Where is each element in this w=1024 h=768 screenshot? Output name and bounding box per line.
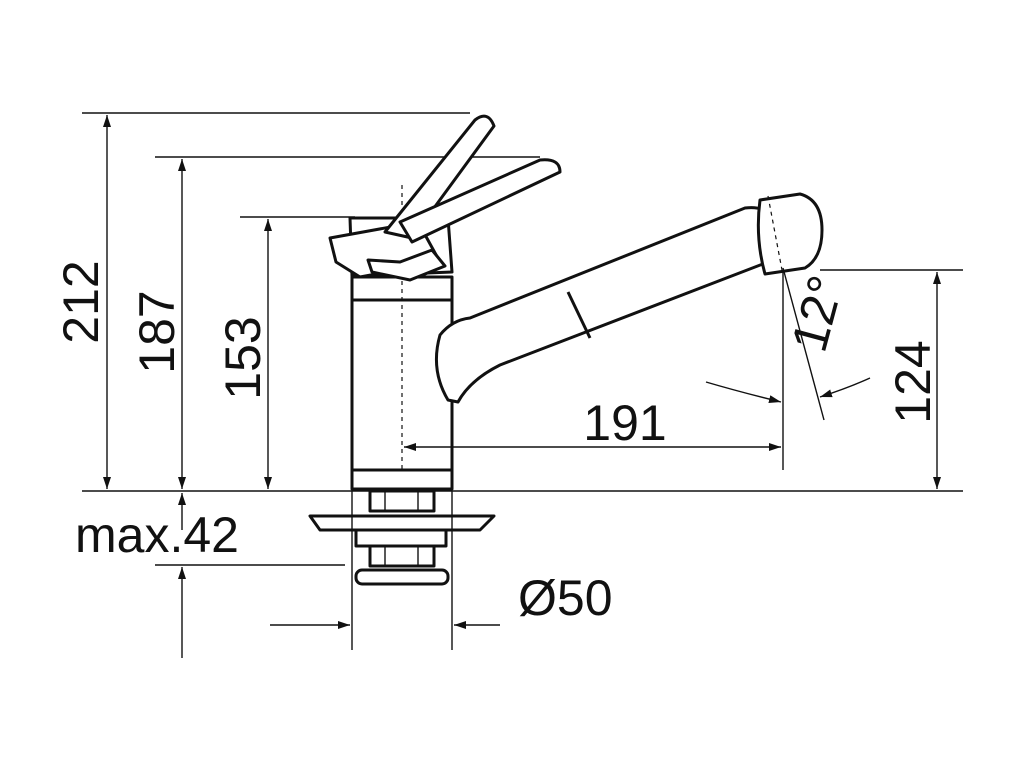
angle-arc-right (819, 377, 871, 398)
lever-handle (328, 114, 562, 282)
label-153: 153 (215, 316, 271, 399)
angle-arc-left (705, 381, 782, 404)
label-191: 191 (583, 395, 666, 451)
mounting-assembly (308, 489, 496, 586)
spout (434, 192, 824, 404)
label-124: 124 (885, 340, 941, 423)
label-angle: 12° (781, 270, 855, 358)
label-187: 187 (129, 290, 185, 373)
label-max42: max.42 (75, 507, 239, 563)
angle-line-inclined (782, 267, 825, 421)
label-212: 212 (53, 260, 109, 343)
label-diameter: Ø50 (518, 570, 613, 626)
